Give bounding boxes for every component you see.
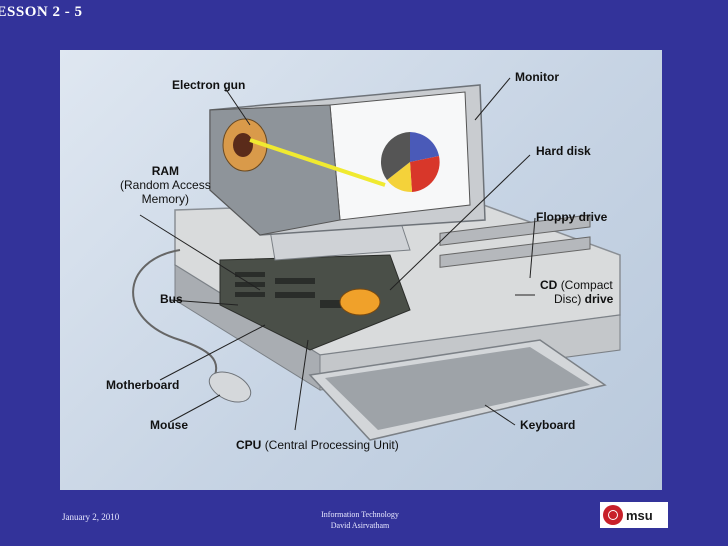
- label-ram-title: RAM: [151, 164, 180, 178]
- footer-date: January 2, 2010: [62, 512, 120, 522]
- msu-seal-icon: [603, 505, 623, 525]
- label-cpu-sub: (Central Processing Unit): [264, 438, 399, 452]
- footer-author: David Asirvatham: [330, 521, 390, 530]
- label-cd-drive: CD (Compact Disc) drive: [540, 278, 613, 306]
- label-mouse: Mouse: [150, 418, 189, 432]
- label-hard-disk: Hard disk: [536, 144, 591, 158]
- label-bus: Bus: [160, 292, 183, 306]
- msu-brand-text: msu: [626, 507, 653, 523]
- label-ram-sub1: (Random Access: [120, 178, 211, 192]
- label-ram-sub2: Memory): [141, 192, 190, 206]
- label-cd-sub: (Compact: [560, 278, 613, 292]
- computer-illustration: [132, 77, 621, 441]
- label-ram: RAM (Random Access Memory): [120, 164, 211, 206]
- screen-pie-chart: [380, 132, 440, 193]
- label-cd-drive-word: drive: [584, 292, 614, 306]
- label-floppy-drive: Floppy drive: [536, 210, 608, 224]
- footer-credits: Information Technology David Asirvatham: [300, 509, 420, 531]
- label-keyboard: Keyboard: [520, 418, 576, 432]
- label-cd-sub2: Disc): [554, 292, 582, 306]
- label-monitor: Monitor: [515, 70, 559, 84]
- label-electron-gun: Electron gun: [172, 78, 246, 92]
- msu-logo: msu: [600, 502, 668, 528]
- label-cd: CD: [540, 278, 558, 292]
- footer-course: Information Technology: [321, 510, 399, 519]
- label-motherboard: Motherboard: [106, 378, 180, 392]
- label-cpu-title: CPU: [236, 438, 262, 452]
- label-cpu: CPU (Central Processing Unit): [236, 438, 399, 452]
- computer-diagram: Electron gun Monitor RAM (Random Access …: [60, 50, 662, 490]
- slide-title: LESSON 2 - 5: [0, 4, 83, 20]
